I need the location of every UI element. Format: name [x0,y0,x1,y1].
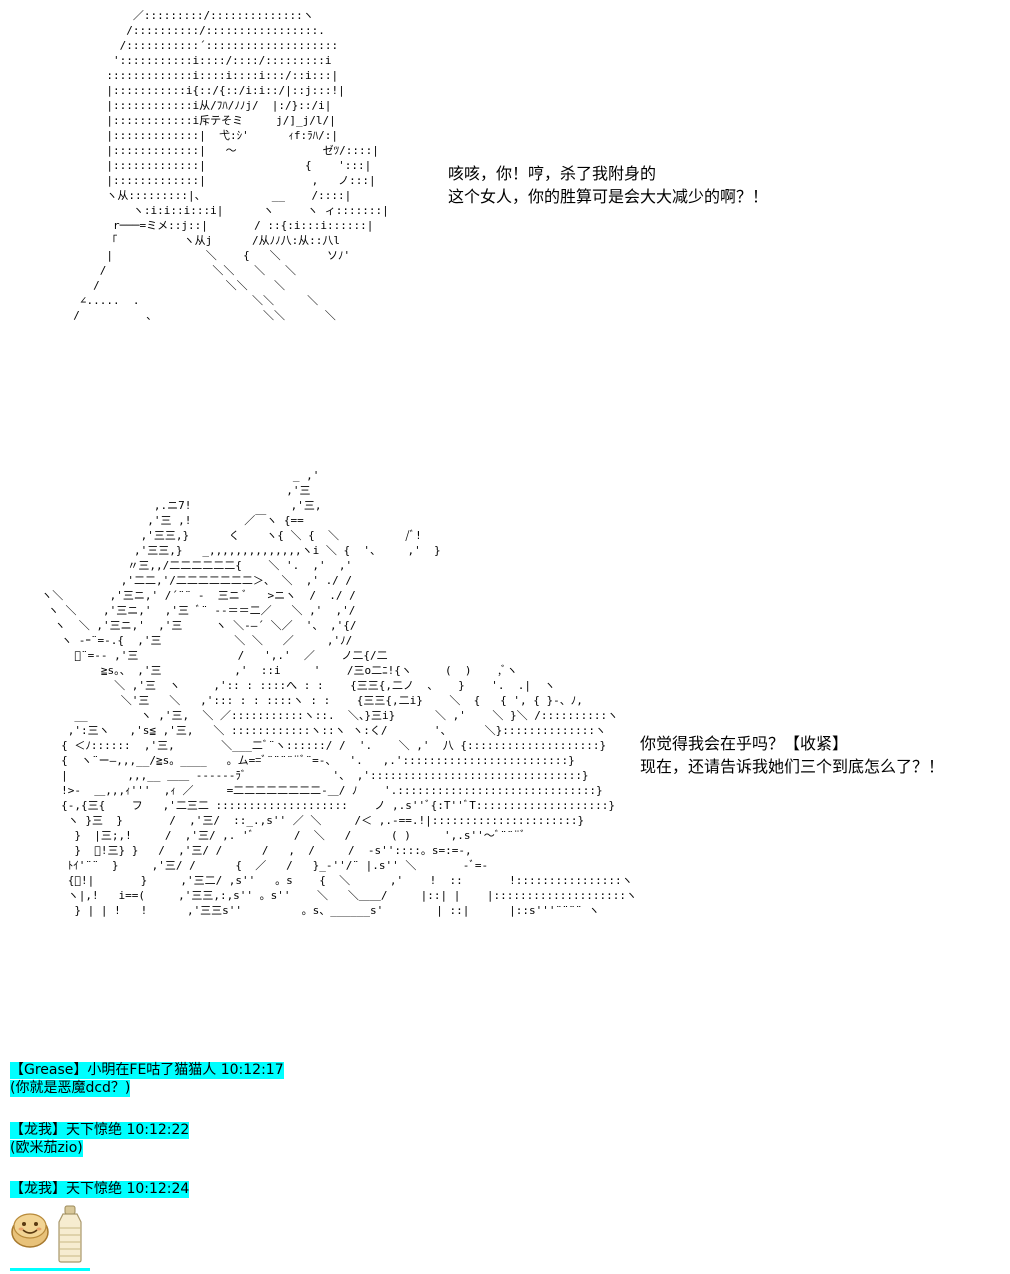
dialog-2-line-2: 现在，还请告诉我她们三个到底怎么了？！ [640,757,945,776]
chat-entry: 【Grease】小明在FE咕了猫猫人 10:12:17 (你就是恶魔dcd？) [10,1062,284,1097]
chat-message: (欧米茄zio) [10,1140,83,1157]
chat-entry: 【龙我】天下惊绝 10:12:22 (欧米茄zio) [10,1122,190,1157]
dialog-1-line-1: 咳咳，你！哼，杀了我附身的 [448,164,657,183]
dialog-speech-1: 咳咳，你！哼，杀了我附身的 这个女人，你的胜算可是会大大减少的啊？！ [448,162,768,208]
chat-entry: 【龙我】天下惊绝 10:12:24 [10,1181,190,1198]
dialog-2-line-1: 你觉得我会在乎吗？【收紧】 [640,734,849,753]
ascii-art-character-bottom: _ ,' ,'三 ,.ニ7! ,'三, ,'三 ,! ／￣ヽ {== ,'三三,… [41,469,637,917]
dialog-1-line-2: 这个女人，你的胜算可是会大大减少的啊？！ [448,187,769,206]
chat-header: 【龙我】天下惊绝 10:12:22 [10,1122,190,1139]
milk-bottle-icon [58,1205,82,1263]
chat-sticker-row [10,1204,90,1271]
chat-header: 【Grease】小明在FE咕了猫猫人 10:12:17 [10,1062,284,1079]
chat-message: (你就是恶魔dcd？) [10,1080,131,1097]
bread-icon [11,1213,49,1248]
dialog-speech-2: 你觉得我会在乎吗？【收紧】 现在，还请告诉我她们三个到底怎么了？！ [640,732,944,778]
ascii-art-character-top: ／:::::::::/::::::::::::::ヽ /::::::::::/:… [73,9,389,322]
chat-header: 【龙我】天下惊绝 10:12:24 [10,1181,190,1198]
